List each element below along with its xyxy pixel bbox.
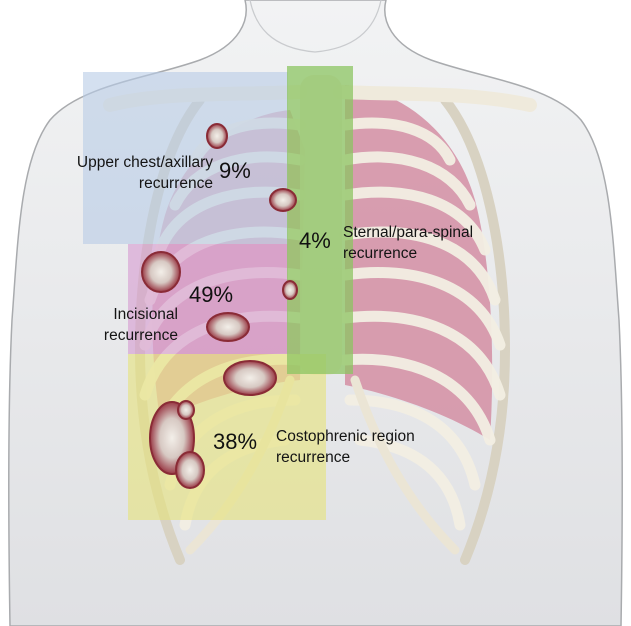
tumor-lesion <box>270 189 296 211</box>
tumor-lesion <box>207 313 249 341</box>
sternal-label-line1: Sternal/para-spinal <box>343 222 473 243</box>
upper-chest-label: Upper chest/axillary recurrence <box>40 152 213 194</box>
tumor-lesion <box>207 124 227 148</box>
sternal-label: Sternal/para-spinal recurrence <box>343 222 473 264</box>
tumor-lesion <box>178 401 194 419</box>
region-sternal-overlay <box>287 66 353 374</box>
upper-chest-label-line1: Upper chest/axillary <box>40 152 213 173</box>
tumor-lesion <box>176 452 204 488</box>
sternal-percent: 4% <box>299 229 331 253</box>
costophrenic-label-line2: recurrence <box>276 447 415 468</box>
costophrenic-label: Costophrenic region recurrence <box>276 426 415 468</box>
tumor-lesion <box>142 252 180 292</box>
upper-chest-label-line2: recurrence <box>40 173 213 194</box>
costophrenic-label-line1: Costophrenic region <box>276 426 415 447</box>
upper-chest-percent: 9% <box>219 159 251 183</box>
incisional-label-line1: Incisional <box>60 304 178 325</box>
costophrenic-percent: 38% <box>213 430 257 454</box>
incisional-label-line2: recurrence <box>60 325 178 346</box>
tumor-lesion <box>283 281 297 299</box>
tumor-lesion <box>224 361 276 395</box>
incisional-label: Incisional recurrence <box>60 304 178 346</box>
incisional-percent: 49% <box>189 283 233 307</box>
sternal-label-line2: recurrence <box>343 243 473 264</box>
